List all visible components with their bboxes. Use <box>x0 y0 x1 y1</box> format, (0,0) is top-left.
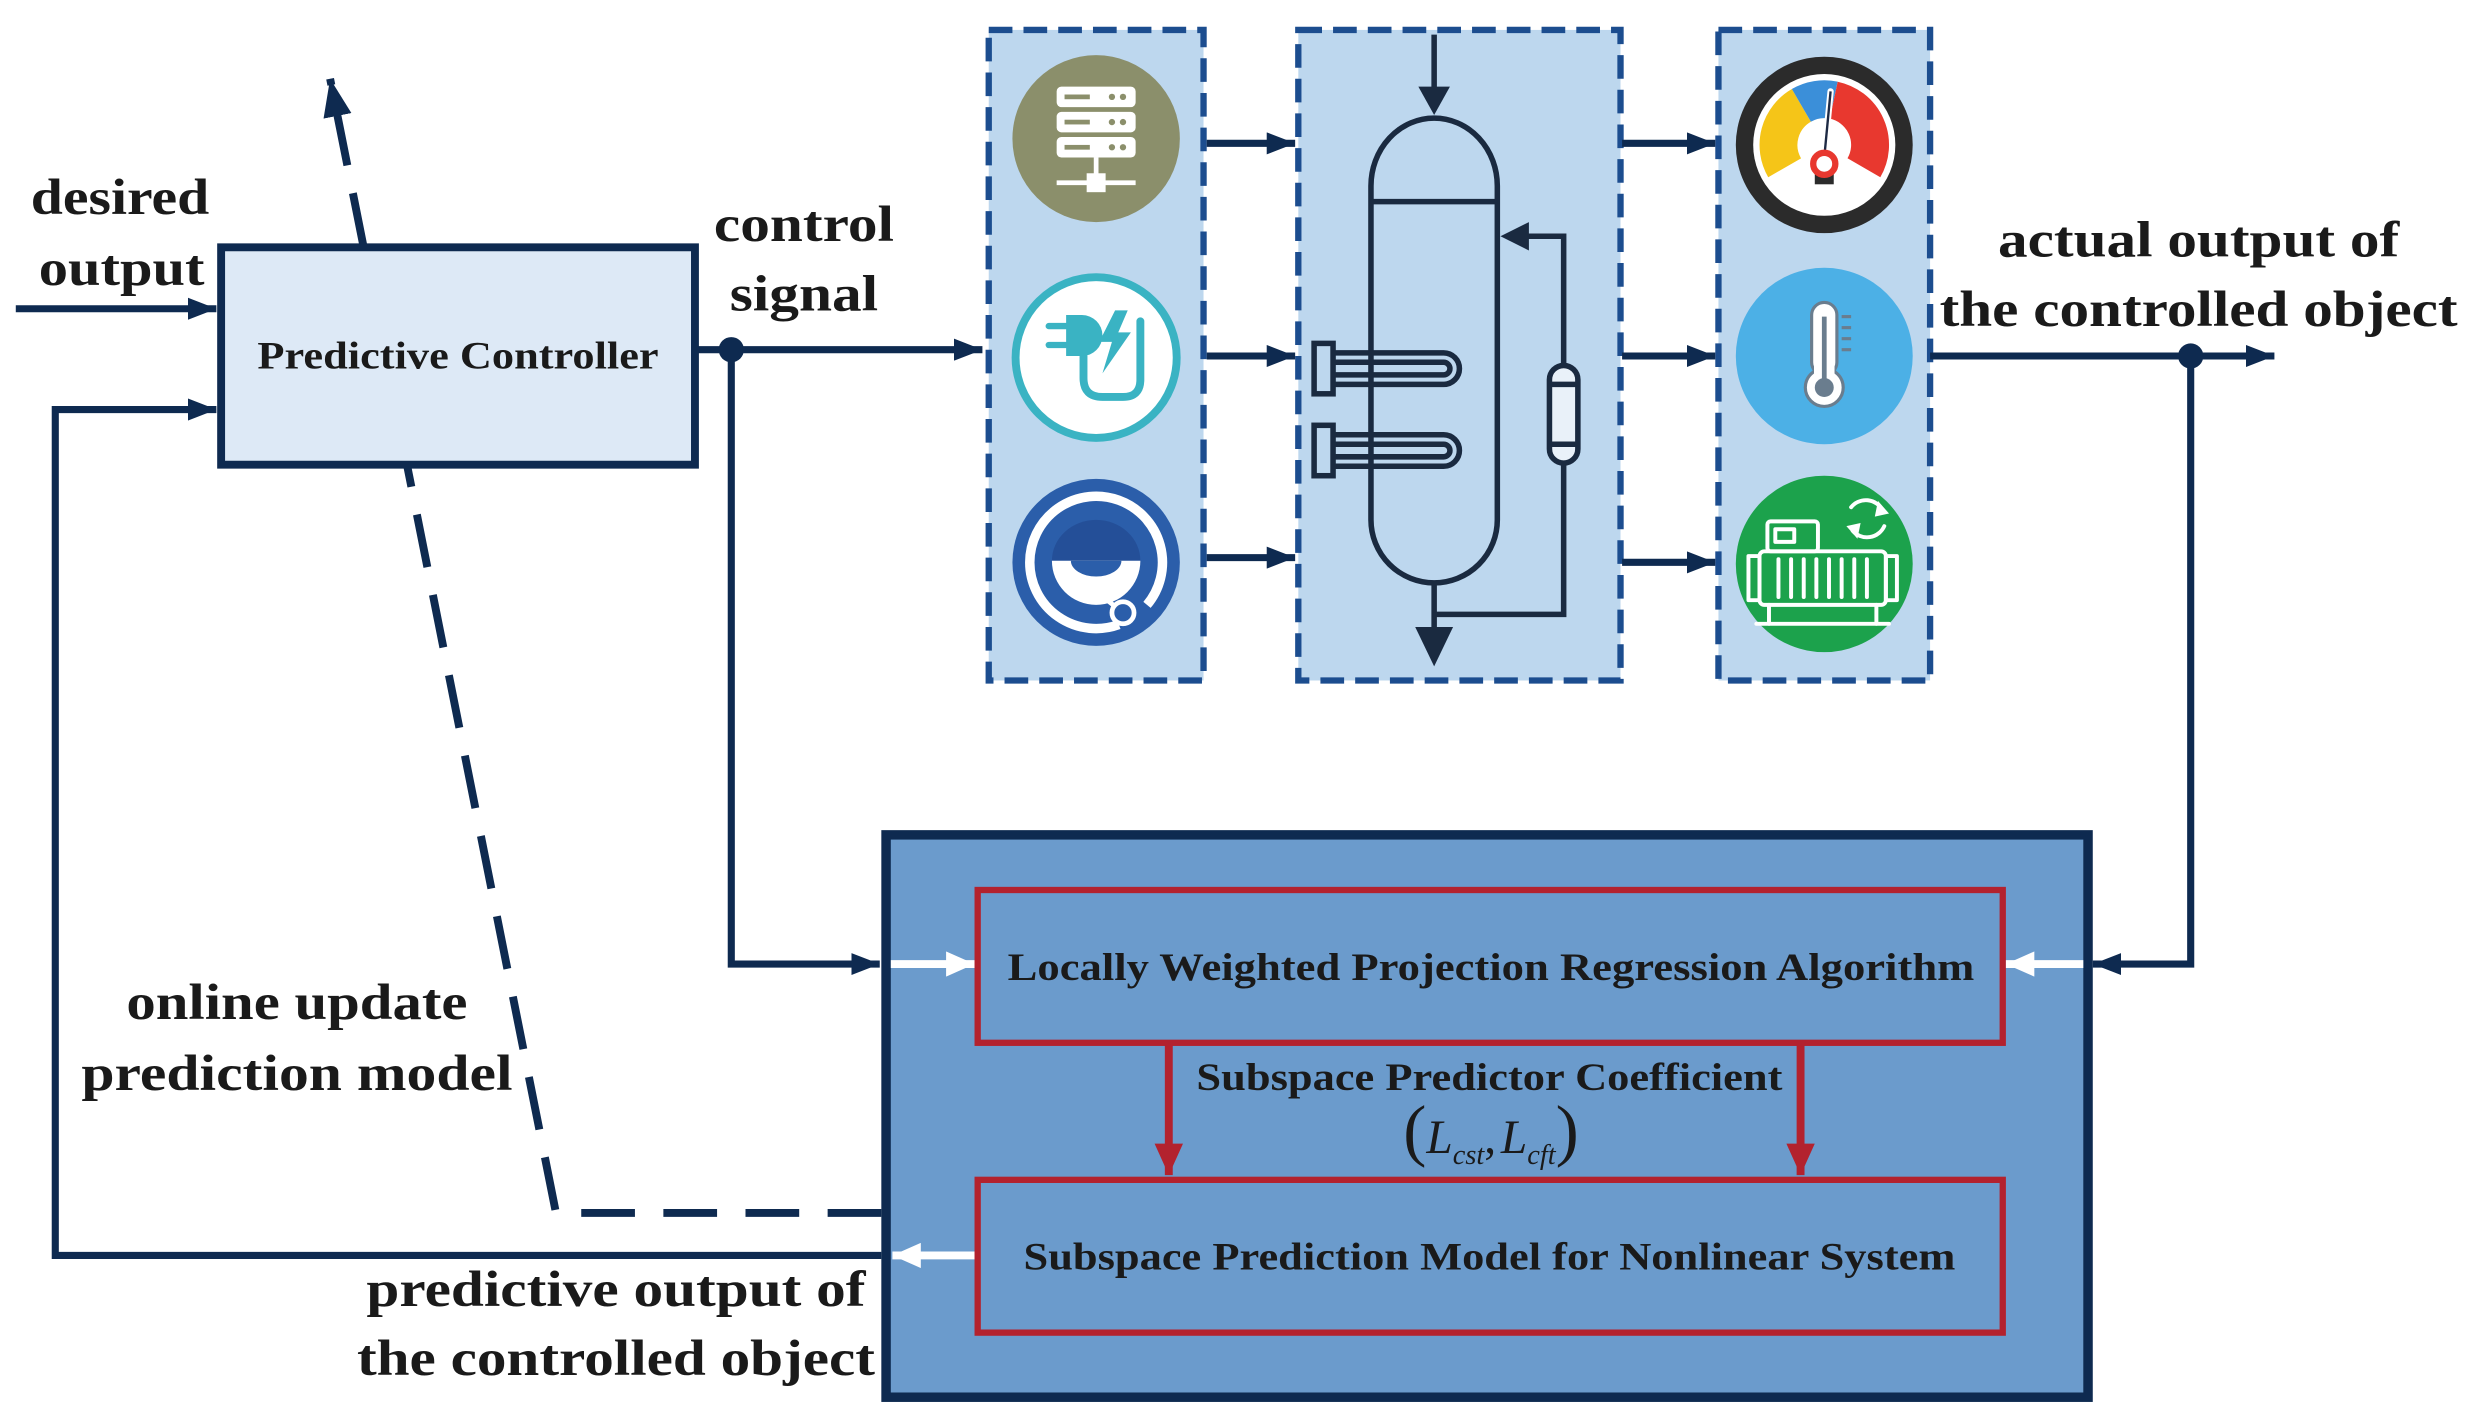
desired-output-label-line1: desired <box>31 169 209 225</box>
lwpr-box <box>974 886 2006 1046</box>
formula-separator: , <box>1484 1112 1496 1164</box>
formula-symbol-2: L <box>1500 1112 1527 1164</box>
formula-subscript-1: cst <box>1453 1140 1486 1171</box>
coefficient-label: Subspace Predictor Coefficient <box>1196 1055 1782 1099</box>
predictive-controller-block: Predictive Controller <box>217 243 699 469</box>
subspace-model-box <box>974 1176 2006 1336</box>
control-signal-junction <box>718 337 744 363</box>
formula-subscript-2: cft <box>1527 1140 1557 1171</box>
online-update-label-line1: online update <box>126 974 467 1030</box>
predictive-output-label-line1: predictive output of <box>366 1261 866 1317</box>
formula-open-paren: ( <box>1403 1092 1426 1169</box>
coefficient-formula: (Lcst,Lcft) <box>1403 1092 1579 1171</box>
operator-icon <box>1012 478 1180 646</box>
actual-output-label-line1: actual output of <box>1998 212 2401 268</box>
predictive-controller-label: Predictive Controller <box>257 334 658 378</box>
control-signal-label-line1: control <box>714 196 894 252</box>
machine-icon <box>1735 475 1913 653</box>
formula-symbol-1: L <box>1425 1112 1452 1164</box>
desired-output-label-line2: output <box>39 240 205 296</box>
predictive-output-feedback-arrow <box>51 398 882 1259</box>
server-icon <box>1012 55 1180 223</box>
plug-icon <box>1011 273 1181 442</box>
distillation-column-icon <box>1311 34 1581 667</box>
actual-output-branch-arrow <box>2092 356 2195 976</box>
prediction-model-block <box>881 830 2093 1402</box>
actual-output-label-line2: the controlled object <box>1940 281 2458 337</box>
control-signal-label-line2: signal <box>730 265 878 321</box>
gauge-icon <box>1735 56 1913 234</box>
subspace-model-label: Subspace Prediction Model for Nonlinear … <box>1023 1235 1955 1279</box>
lwpr-label: Locally Weighted Projection Regression A… <box>1008 945 1975 989</box>
control-signal-branch-arrow <box>727 349 880 976</box>
formula-close-paren: ) <box>1556 1092 1579 1169</box>
predictive-output-label-line2: the controlled object <box>357 1330 875 1386</box>
online-update-label-line2: prediction model <box>81 1045 512 1101</box>
thermometer-icon <box>1735 267 1913 445</box>
